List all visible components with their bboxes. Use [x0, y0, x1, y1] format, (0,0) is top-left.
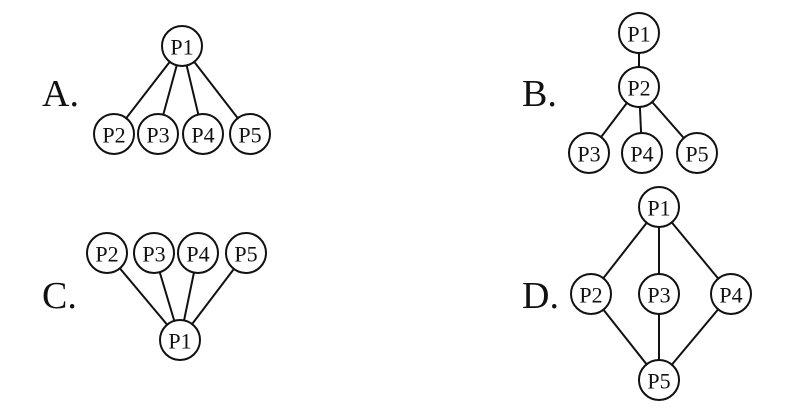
node-d-p3: P3: [638, 273, 680, 315]
node-label-a-p5: P5: [238, 123, 261, 148]
node-label-c-p3: P3: [142, 242, 165, 267]
node-d-p4: P4: [710, 273, 752, 315]
node-b-p5: P5: [676, 132, 718, 174]
node-circle-d-p4: [710, 273, 752, 315]
node-circle-c-p5: [225, 232, 267, 274]
node-b-p1: P1: [618, 12, 660, 54]
letters-layer: A. B. C. D.: [42, 73, 559, 317]
node-d-p5: P5: [638, 359, 680, 401]
node-circle-d-p1: [638, 186, 680, 228]
node-label-c-p2: P2: [95, 242, 118, 267]
node-circle-c-p1: [159, 319, 201, 361]
node-a-p5: P5: [229, 113, 271, 155]
node-label-a-p4: P4: [191, 123, 214, 148]
node-circle-a-p3: [137, 113, 179, 155]
node-circle-a-p2: [93, 113, 135, 155]
node-b-p3: P3: [568, 132, 610, 174]
node-c-p5: P5: [225, 232, 267, 274]
node-circle-a-p1: [161, 25, 203, 67]
node-a-p3: P3: [137, 113, 179, 155]
node-circle-a-p5: [229, 113, 271, 155]
option-letter-d: D.: [522, 275, 559, 317]
option-letter-a: A.: [42, 73, 79, 115]
node-label-d-p2: P2: [579, 283, 602, 308]
node-circle-b-p3: [568, 132, 610, 174]
node-circle-c-p2: [86, 232, 128, 274]
node-circle-d-p2: [570, 273, 612, 315]
node-circle-b-p5: [676, 132, 718, 174]
node-label-c-p1: P1: [168, 329, 191, 354]
node-circle-d-p3: [638, 273, 680, 315]
node-a-p1: P1: [161, 25, 203, 67]
node-circle-c-p4: [177, 232, 219, 274]
node-label-a-p2: P2: [102, 123, 125, 148]
node-d-p1: P1: [638, 186, 680, 228]
node-a-p4: P4: [182, 113, 224, 155]
node-b-p2: P2: [618, 66, 660, 108]
node-label-d-p1: P1: [647, 196, 670, 221]
node-circle-a-p4: [182, 113, 224, 155]
node-d-p2: P2: [570, 273, 612, 315]
node-label-d-p5: P5: [647, 369, 670, 394]
node-label-d-p3: P3: [647, 283, 670, 308]
node-label-b-p4: P4: [630, 142, 653, 167]
node-label-b-p1: P1: [627, 22, 650, 47]
node-label-a-p1: P1: [170, 35, 193, 60]
node-label-c-p4: P4: [186, 242, 209, 267]
node-label-b-p5: P5: [685, 142, 708, 167]
node-c-p1: P1: [159, 319, 201, 361]
option-letter-b: B.: [522, 73, 557, 115]
node-circle-c-p3: [133, 232, 175, 274]
node-c-p4: P4: [177, 232, 219, 274]
node-label-d-p4: P4: [719, 283, 742, 308]
node-b-p4: P4: [621, 132, 663, 174]
node-circle-b-p4: [621, 132, 663, 174]
node-label-b-p3: P3: [577, 142, 600, 167]
node-c-p3: P3: [133, 232, 175, 274]
node-circle-b-p2: [618, 66, 660, 108]
node-c-p2: P2: [86, 232, 128, 274]
node-circle-b-p1: [618, 12, 660, 54]
node-circle-d-p5: [638, 359, 680, 401]
node-a-p2: P2: [93, 113, 135, 155]
node-label-b-p2: P2: [627, 76, 650, 101]
option-letter-c: C.: [42, 275, 77, 317]
node-label-a-p3: P3: [146, 123, 169, 148]
node-label-c-p5: P5: [234, 242, 257, 267]
